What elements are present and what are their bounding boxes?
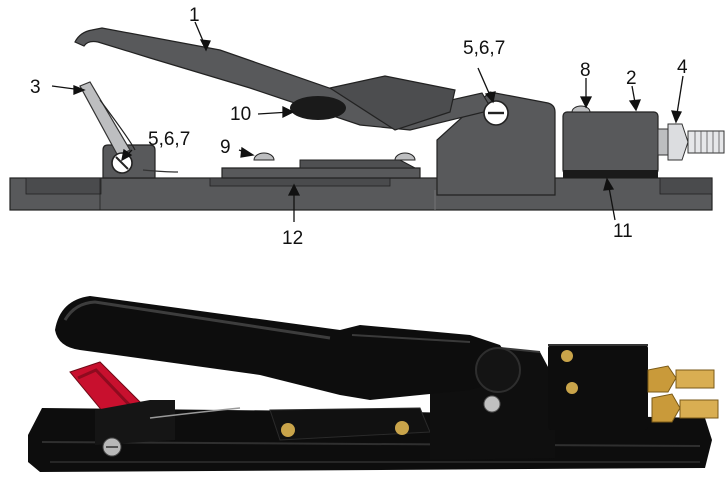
pedal-lever [74, 27, 493, 131]
right-pivot-block [436, 91, 556, 196]
callout-10: 10 [230, 104, 251, 125]
valve-plate [221, 167, 421, 179]
callout-9: 9 [220, 137, 231, 158]
release-blade [79, 81, 131, 157]
valve-block [562, 111, 659, 175]
product-photo [28, 296, 719, 472]
photo-pivot-wheel [475, 347, 521, 393]
photo-pivot-bolt [483, 395, 501, 413]
callout-1: 1 [189, 5, 200, 26]
valve-gasket [563, 170, 658, 178]
photo-valve-block [548, 345, 648, 430]
callout-12: 12 [282, 228, 303, 249]
callout-11: 11 [613, 221, 633, 242]
callout-labels: 1 2 3 4 5,6,7 5,6,7 8 9 10 11 12 [30, 5, 688, 249]
callout-2: 2 [626, 68, 637, 89]
valve-screw [571, 105, 591, 113]
callout-3: 3 [30, 77, 41, 98]
photo-pedal-lever [55, 296, 520, 400]
callout-5-6-7-left: 5,6,7 [148, 129, 190, 150]
lever-pad [290, 96, 346, 120]
base-slot-mid [209, 177, 391, 187]
callout-5-6-7-right: 5,6,7 [463, 38, 505, 59]
photo-plate-screw-right [395, 421, 409, 435]
photo-valve-screw-bottom [566, 382, 578, 394]
leader-lines [51, 21, 684, 222]
photo-brass-fittings [647, 365, 719, 423]
hose-fitting [657, 123, 725, 161]
plate-screw-right [394, 152, 416, 161]
plate-screw-left [253, 152, 275, 161]
photo-plate-screw-left [281, 423, 295, 437]
base-slot-right [659, 177, 713, 195]
photo-valve-screw-top [561, 350, 573, 362]
schematic-drawing: 1 2 3 4 5,6,7 5,6,7 8 9 10 11 12 [9, 5, 725, 249]
callout-4: 4 [677, 57, 688, 78]
callout-8: 8 [580, 60, 591, 81]
base-slot-left [25, 177, 102, 195]
